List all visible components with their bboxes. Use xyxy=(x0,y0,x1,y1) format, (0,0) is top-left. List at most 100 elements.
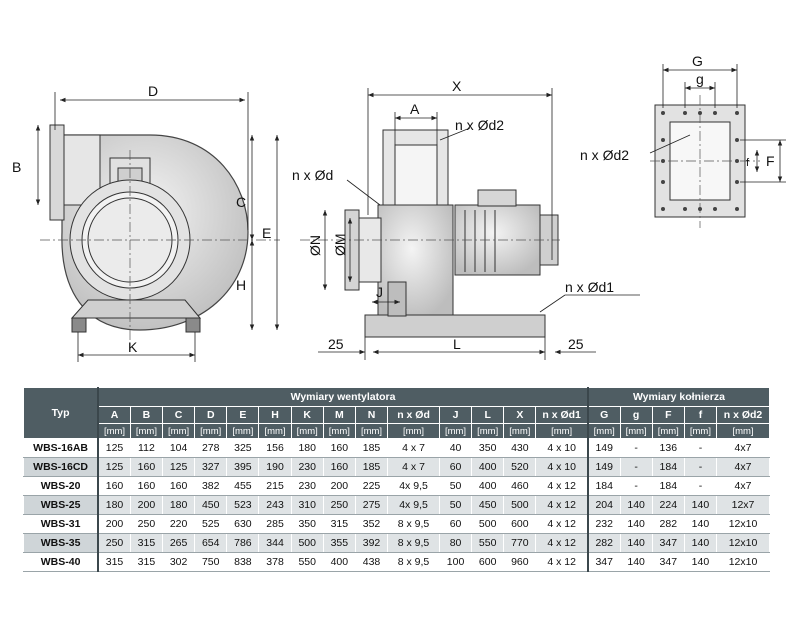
value-cell: 160 xyxy=(322,457,356,477)
value-cell: 275 xyxy=(354,495,389,515)
value-cell: 347 xyxy=(651,552,685,572)
value-cell: 125 xyxy=(97,457,131,477)
value-cell: 500 xyxy=(503,495,537,515)
value-cell: 4 x 12 xyxy=(535,476,589,496)
units-row: [mm][mm][mm][mm][mm][mm][mm][mm][mm][mm]… xyxy=(24,423,770,439)
value-cell: 400 xyxy=(471,476,505,496)
base-plate xyxy=(364,314,546,338)
value-cell: 278 xyxy=(194,438,228,458)
value-cell: 136 xyxy=(651,438,685,458)
column-header: C xyxy=(161,406,196,424)
value-cell: 4 x 12 xyxy=(535,552,589,572)
value-cell: 156 xyxy=(258,438,292,458)
value-cell: 400 xyxy=(471,457,505,477)
value-cell: 60 xyxy=(438,457,473,477)
side-view xyxy=(40,124,280,345)
unit-header: [mm] xyxy=(619,423,653,439)
value-cell: 160 xyxy=(129,457,164,477)
value-cell: 4x7 xyxy=(716,457,770,477)
value-cell: 327 xyxy=(194,457,228,477)
value-cell: 4 x 10 xyxy=(535,438,589,458)
label-J: J xyxy=(376,284,383,300)
value-cell: 630 xyxy=(226,514,260,534)
label-g: g xyxy=(696,71,704,87)
value-cell: 4x7 xyxy=(716,476,770,496)
value-cell: 352 xyxy=(354,514,389,534)
value-cell: 190 xyxy=(258,457,292,477)
value-cell: 550 xyxy=(290,552,324,572)
value-cell: 160 xyxy=(322,438,356,458)
label-D: D xyxy=(148,83,158,99)
value-cell: 4x7 xyxy=(716,438,770,458)
column-header: K xyxy=(290,406,324,424)
value-cell: 382 xyxy=(194,476,228,496)
value-cell: 140 xyxy=(619,495,653,515)
value-cell: 140 xyxy=(619,552,653,572)
value-cell: 112 xyxy=(129,438,164,458)
label-E: E xyxy=(262,225,271,241)
type-cell: WBS-25 xyxy=(23,495,100,515)
value-cell: - xyxy=(619,438,653,458)
value-cell: - xyxy=(619,457,653,477)
type-cell: WBS-35 xyxy=(23,533,100,553)
unit-header: [mm] xyxy=(290,423,324,439)
value-cell: 455 xyxy=(226,476,260,496)
label-f: f xyxy=(746,157,750,169)
value-cell: 215 xyxy=(258,476,292,496)
value-cell: 395 xyxy=(226,457,260,477)
value-cell: 50 xyxy=(438,476,473,496)
value-cell: 140 xyxy=(683,495,718,515)
value-cell: - xyxy=(683,438,718,458)
unit-header: [mm] xyxy=(387,423,440,439)
type-cell: WBS-16CD xyxy=(23,457,100,477)
unit-header: [mm] xyxy=(129,423,164,439)
column-header: G xyxy=(587,406,621,424)
label-n-d: n x Ød xyxy=(292,167,333,183)
value-cell: 8 x 9,5 xyxy=(387,514,440,534)
value-cell: 184 xyxy=(587,476,621,496)
unit-header: [mm] xyxy=(716,423,770,439)
value-cell: 140 xyxy=(683,514,718,534)
value-cell: 200 xyxy=(97,514,131,534)
value-cell: 4x 9,5 xyxy=(387,495,440,515)
value-cell: 104 xyxy=(161,438,196,458)
label-G: G xyxy=(692,53,703,69)
value-cell: 315 xyxy=(129,533,164,553)
flange-holes xyxy=(661,111,739,211)
value-cell: 282 xyxy=(651,514,685,534)
value-cell: 355 xyxy=(322,533,356,553)
value-cell: 770 xyxy=(503,533,537,553)
value-cell: 350 xyxy=(290,514,324,534)
value-cell: 550 xyxy=(471,533,505,553)
value-cell: 438 xyxy=(354,552,389,572)
unit-header: [mm] xyxy=(587,423,621,439)
value-cell: 140 xyxy=(619,514,653,534)
value-cell: 12x7 xyxy=(716,495,770,515)
column-header: n x Ød2 xyxy=(716,406,770,424)
value-cell: 12x10 xyxy=(716,552,770,572)
value-cell: 230 xyxy=(290,457,324,477)
value-cell: 250 xyxy=(129,514,164,534)
label-n-d1: n x Ød1 xyxy=(565,279,614,295)
value-cell: 960 xyxy=(503,552,537,572)
label-n-d2-front: n x Ød2 xyxy=(455,117,504,133)
label-C: C xyxy=(236,194,246,210)
type-cell: WBS-20 xyxy=(23,476,100,496)
value-cell: 523 xyxy=(226,495,260,515)
front-dimensions xyxy=(318,88,640,360)
value-cell: 40 xyxy=(438,438,473,458)
label-H: H xyxy=(236,277,246,293)
flange-dimensions xyxy=(649,64,786,183)
value-cell: 347 xyxy=(587,552,621,572)
value-cell: - xyxy=(619,476,653,496)
value-cell: 750 xyxy=(194,552,228,572)
unit-header: [mm] xyxy=(97,423,131,439)
